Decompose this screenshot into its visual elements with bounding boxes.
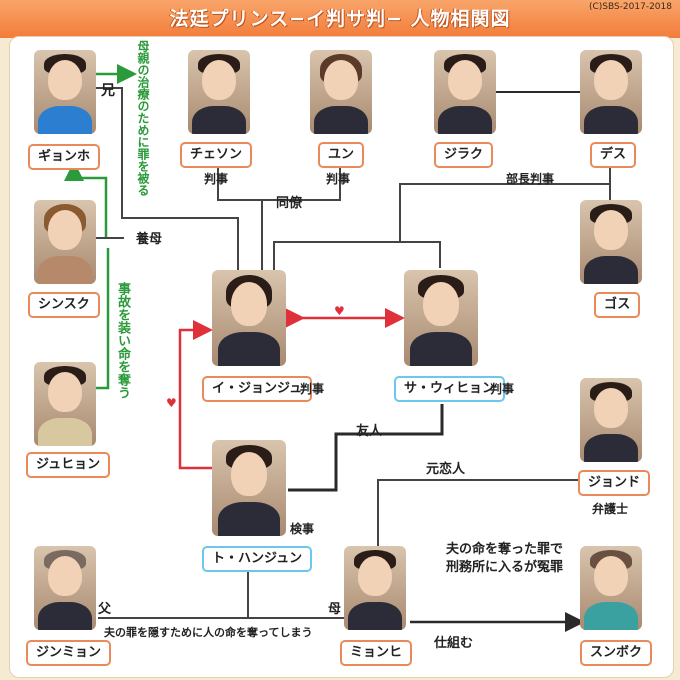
label-yujin: 友人 — [356, 424, 383, 439]
label-enzai-2: 刑務所に入るが冤罪 — [446, 560, 564, 575]
page-title: 法廷プリンス−イ判サ判− 人物相関図 — [169, 8, 511, 30]
arrow-shinsuku-gyonho — [64, 161, 108, 238]
name-yun: ユン — [318, 142, 365, 168]
label-chichi: 父 — [98, 602, 112, 617]
label-shikumu: 仕組む — [434, 636, 474, 651]
label-ani: 兄 — [101, 83, 115, 99]
heart-icon: ♥ — [166, 396, 177, 410]
line-bucho-uihyon — [400, 241, 441, 268]
name-jinmyon: ジンミョン — [26, 640, 112, 666]
name-chesoon: チェソン — [180, 142, 253, 168]
photo-jonju — [212, 270, 286, 366]
label-haha: 母 — [328, 602, 342, 617]
heart-icon: ♥ — [334, 304, 345, 318]
name-jirak: ジラク — [434, 142, 494, 168]
line-chesoon — [217, 160, 263, 270]
line-ex-lover — [377, 479, 578, 546]
name-jonju: イ・ジョンジュ — [202, 376, 313, 402]
name-shinsuku: シンスク — [28, 292, 100, 318]
name-uihyon: サ・ウィヒョン — [394, 376, 506, 402]
arrow-juhyon-green — [96, 248, 110, 390]
label-bengoshi: 弁護士 — [592, 502, 629, 516]
photo-myonhi — [344, 546, 406, 630]
label-hanji-yun: 判事 — [326, 172, 351, 186]
photo-jinmyon — [34, 546, 96, 630]
photo-jondo — [580, 378, 642, 462]
photo-uihyon — [404, 270, 478, 366]
line-friend — [288, 404, 444, 492]
label-kenji: 検事 — [290, 522, 315, 536]
label-green-top: 母親の治療のために罪を被る — [136, 40, 150, 196]
label-enzai-1: 夫の命を奪った罪で — [446, 542, 564, 557]
label-yobo: 養母 — [136, 232, 163, 247]
label-hanji-uihyon: 判事 — [490, 382, 515, 396]
name-myonhi: ミョンヒ — [340, 640, 413, 666]
label-bucho-hanji: 部長判事 — [506, 172, 555, 186]
line-yobo — [96, 87, 239, 270]
line-yun — [262, 162, 341, 201]
photo-yun — [310, 50, 372, 134]
name-jondo: ジョンド — [578, 470, 651, 496]
photo-desu — [580, 50, 642, 134]
name-gosu: ゴス — [594, 292, 641, 318]
photo-shinsuku — [34, 200, 96, 284]
line-love-hanjun-jonju — [178, 320, 213, 470]
name-hanjun: ト・ハンジュン — [202, 546, 313, 572]
label-motokoibito: 元恋人 — [426, 462, 466, 477]
title-banner — [0, 0, 680, 38]
photo-jirak — [434, 50, 496, 134]
name-juhyon: ジュヒョン — [26, 452, 111, 478]
line-bucho — [273, 183, 610, 270]
photo-hanjun — [212, 440, 286, 536]
name-sunboku: スンボク — [580, 640, 653, 666]
photo-gosu — [580, 200, 642, 284]
photo-gyonho — [34, 50, 96, 134]
name-gyonho: ギョンホ — [28, 144, 101, 170]
label-kakusu: 夫の罪を隠すために人の命を奪ってしまう — [104, 626, 313, 639]
photo-juhyon — [34, 362, 96, 446]
photo-chesoon — [188, 50, 250, 134]
name-desu: デス — [590, 142, 637, 168]
label-doryo: 同僚 — [276, 196, 303, 211]
label-green-mid: 事故を装い命を奪う — [115, 282, 130, 399]
label-hanji-chesoon: 判事 — [204, 172, 229, 186]
photo-sunboku — [580, 546, 642, 630]
label-hanji-jonju: 判事 — [300, 382, 325, 396]
copyright: (C)SBS-2017-2018 — [588, 2, 672, 12]
